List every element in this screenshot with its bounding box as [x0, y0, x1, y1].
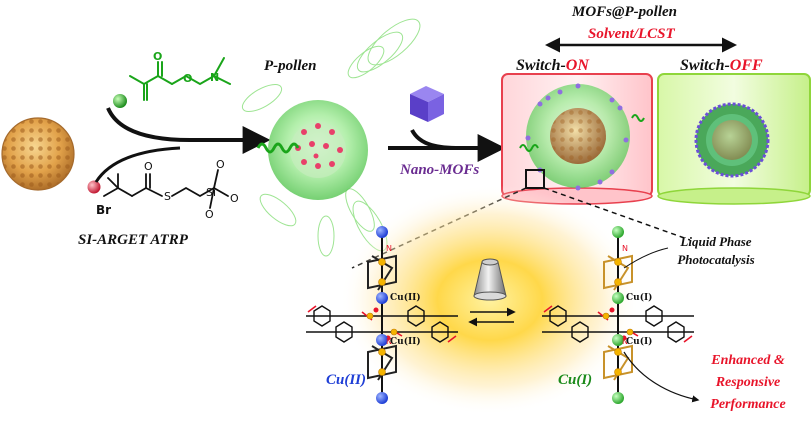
- cu-i-site-lower: Cu(I): [626, 336, 652, 347]
- liquid-phase-pointer: [623, 247, 669, 269]
- liquid-phase-label-line2: Photocatalysis: [677, 252, 754, 267]
- performance-arrow: [623, 351, 700, 403]
- mofs-at-ppollen-label: MOFs@P-pollen: [571, 4, 677, 20]
- cu-i-label: Cu(I): [558, 372, 592, 388]
- n-atom-cu-i-bottom: N: [622, 337, 628, 346]
- liquid-phase-label-line1: Liquid Phase: [679, 234, 751, 249]
- zoom-box: [525, 169, 545, 189]
- br-atom: Br: [96, 203, 111, 217]
- monomer-o-atom: O: [183, 72, 192, 85]
- reaction-arrow-2: [410, 128, 506, 162]
- switch-on-state: ON: [566, 57, 591, 74]
- cu-ii-label: Cu(II): [326, 372, 366, 388]
- initiator-ball: [87, 180, 101, 194]
- nano-mof-cube: [410, 86, 444, 122]
- monomer-n-atom: N: [210, 71, 219, 84]
- switch-off-prefix: Switch-: [680, 57, 730, 74]
- initiator-structure: [103, 169, 229, 209]
- p-pollen-label: P-pollen: [264, 58, 317, 74]
- initiator-arrow-branch: [94, 146, 181, 183]
- monomer-structure: [129, 57, 231, 101]
- mof-structure-cu-i: [542, 226, 694, 404]
- p-pollen-sphere: [241, 18, 421, 257]
- si-arget-atrp-label: SI-ARGET ATRP: [78, 232, 189, 248]
- cu-ii-site-lower: Cu(II): [390, 336, 421, 347]
- solvent-lcst-label: Solvent/LCST: [588, 26, 676, 42]
- switch-off-label: Switch-OFF: [680, 57, 763, 74]
- enhanced-label-line3: Performance: [710, 397, 785, 412]
- n-atom-cu-ii-top: N: [386, 244, 392, 253]
- reaction-arrow-1: [106, 107, 271, 154]
- si-o-atom-1: O: [216, 158, 225, 171]
- enhanced-label-line2: Responsive: [715, 375, 781, 390]
- lamp-icon: [473, 258, 507, 301]
- cu-ii-site-upper: Cu(II): [390, 292, 421, 303]
- switch-on-prefix: Switch-: [516, 57, 566, 74]
- cu-i-site-upper: Cu(I): [626, 292, 652, 303]
- si-o-atom-2: O: [230, 192, 239, 205]
- n-atom-cu-ii-bottom: N: [386, 337, 392, 346]
- beaker-switch-on: [501, 73, 653, 205]
- s-atom: S: [164, 190, 171, 203]
- zoom-line-right: [543, 187, 691, 241]
- switch-off-state: OFF: [730, 57, 763, 74]
- monomer-ball: [113, 94, 127, 108]
- enhanced-label-line1: Enhanced &: [710, 353, 785, 368]
- n-atom-cu-i-top: N: [622, 244, 628, 253]
- si-atom: Si: [206, 186, 216, 199]
- mof-structure-cu-ii: [306, 226, 458, 404]
- nano-mofs-label: Nano-MOFs: [399, 162, 479, 178]
- switch-on-label: Switch-ON: [516, 57, 590, 74]
- beaker-switch-off: [657, 73, 811, 205]
- initiator-o-atom: O: [144, 160, 153, 173]
- monomer-carbonyl-o: O: [153, 50, 162, 63]
- si-o-atom-3: O: [205, 208, 214, 221]
- pollen-grain: [1, 117, 75, 191]
